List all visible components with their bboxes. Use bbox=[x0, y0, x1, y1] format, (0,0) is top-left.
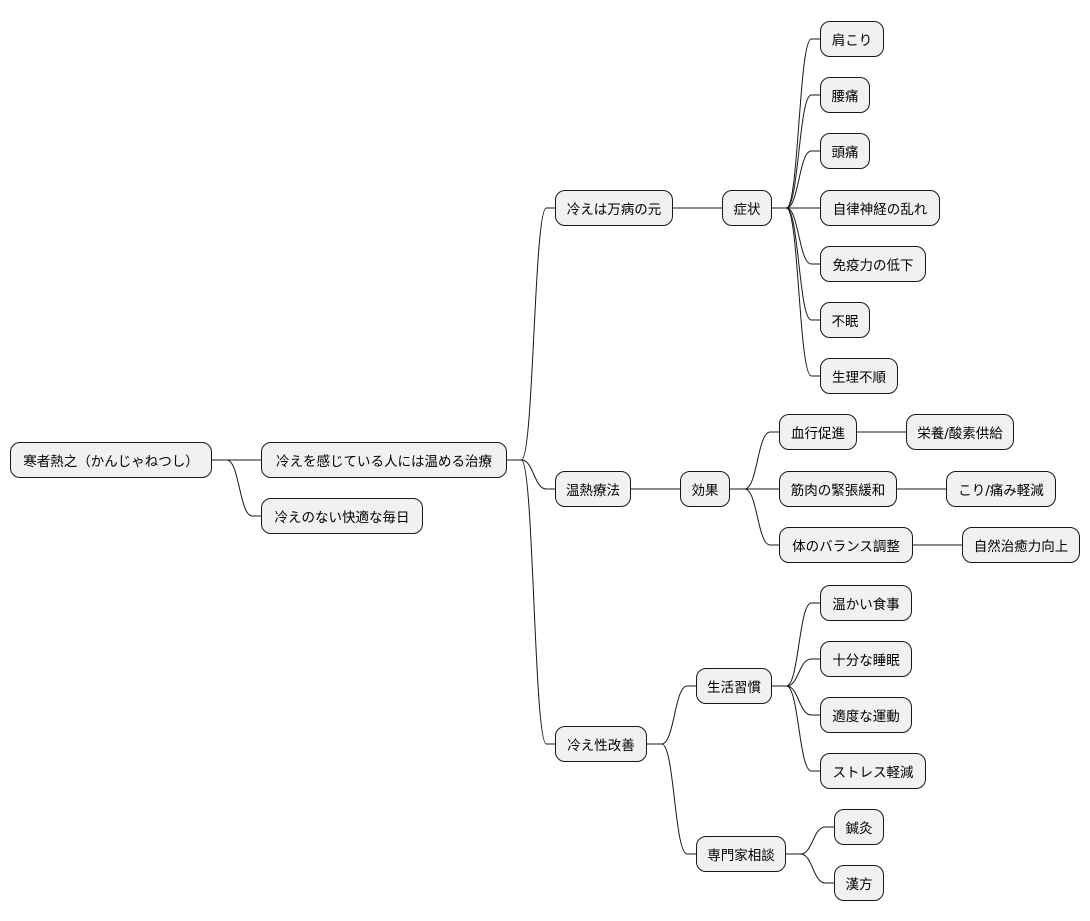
symptom-shoulder: 肩こり bbox=[820, 21, 884, 57]
connector-habit-h1 bbox=[772, 602, 820, 687]
connector-consult-c1 bbox=[786, 826, 834, 855]
root-node: 寒者熱之（かんじゃねつし） bbox=[10, 442, 212, 478]
symptom-autonomic: 自律神経の乱れ bbox=[820, 190, 940, 226]
cause-node: 冷えは万病の元 bbox=[555, 190, 673, 226]
connector-treatment-thermo bbox=[507, 459, 555, 490]
effect-healing: 自然治癒力向上 bbox=[962, 527, 1080, 563]
effect-circulation: 血行促進 bbox=[779, 414, 857, 450]
connector-effect-e1 bbox=[730, 431, 779, 490]
consult-kampo: 漢方 bbox=[834, 865, 884, 901]
thermotherapy-node: 温熱療法 bbox=[555, 471, 631, 507]
habit-sleep: 十分な睡眠 bbox=[820, 641, 912, 677]
consult-node: 専門家相談 bbox=[696, 836, 786, 872]
consult-acupuncture: 鍼灸 bbox=[834, 809, 884, 845]
effect-pain-relief: こり/痛み軽減 bbox=[946, 471, 1056, 507]
symptom-immunity: 免疫力の低下 bbox=[820, 246, 926, 282]
symptom-headache: 頭痛 bbox=[820, 133, 870, 169]
effect-nutrition: 栄養/酸素供給 bbox=[906, 414, 1014, 450]
connector-symptoms-s3 bbox=[772, 150, 820, 209]
treatment-node: 冷えを感じている人には温める治療 bbox=[261, 442, 507, 478]
effect-balance: 体のバランス調整 bbox=[779, 527, 913, 563]
connector-symptoms-s1 bbox=[772, 38, 820, 209]
symptom-backpain: 腰痛 bbox=[820, 77, 870, 113]
effect-node: 効果 bbox=[680, 471, 730, 507]
lifestyle-node: 生活習慣 bbox=[696, 668, 772, 704]
goal-node: 冷えのない快適な毎日 bbox=[261, 498, 423, 534]
habit-exercise: 適度な運動 bbox=[820, 697, 912, 733]
connector-treatment-cause bbox=[507, 207, 555, 461]
symptom-menstrual: 生理不順 bbox=[820, 358, 898, 394]
connector-treatment-improve bbox=[507, 459, 555, 745]
effect-muscle: 筋肉の緊張緩和 bbox=[779, 471, 897, 507]
connector-improve-consult bbox=[647, 743, 696, 855]
connector-effect-e3 bbox=[730, 488, 779, 546]
habit-warm-meal: 温かい食事 bbox=[820, 585, 912, 621]
symptoms-node: 症状 bbox=[722, 190, 772, 226]
connector-symptoms-s2 bbox=[772, 94, 820, 209]
habit-stress: ストレス軽減 bbox=[820, 753, 926, 789]
connector-symptoms-s7 bbox=[772, 207, 820, 377]
connector-consult-c2 bbox=[786, 853, 834, 884]
connector-habit-h4 bbox=[772, 685, 820, 772]
symptom-insomnia: 不眠 bbox=[820, 302, 870, 338]
connector-improve-habit bbox=[647, 685, 696, 745]
connector-root-goal bbox=[212, 459, 261, 517]
improvement-node: 冷え性改善 bbox=[555, 726, 647, 762]
